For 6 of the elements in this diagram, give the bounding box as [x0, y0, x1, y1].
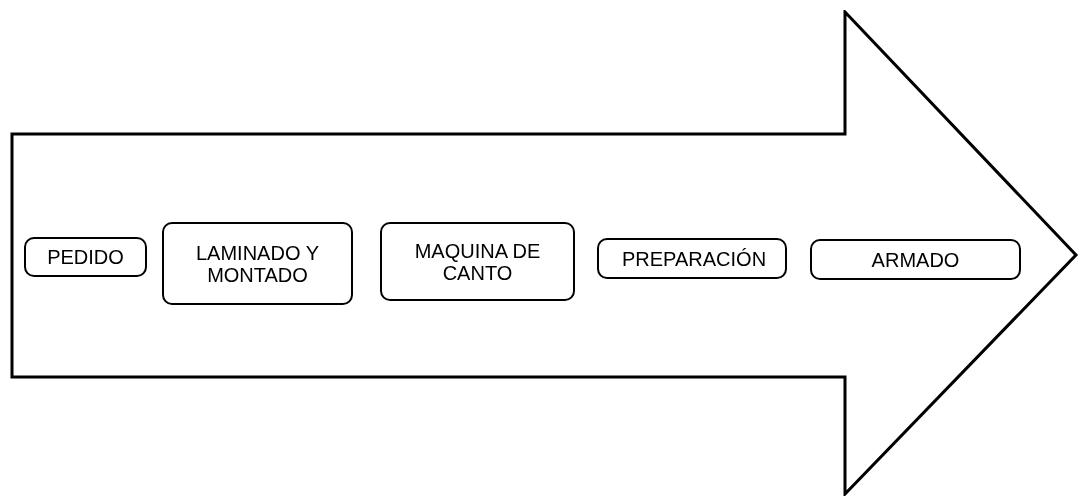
process-box: MAQUINA DE CANTO — [380, 222, 575, 301]
process-box: PEDIDO — [24, 237, 147, 277]
process-box: PREPARACIÓN — [597, 238, 787, 279]
process-box: LAMINADO Y MONTADO — [162, 222, 353, 305]
block-arrow — [10, 10, 1080, 496]
process-box: ARMADO — [810, 239, 1021, 280]
